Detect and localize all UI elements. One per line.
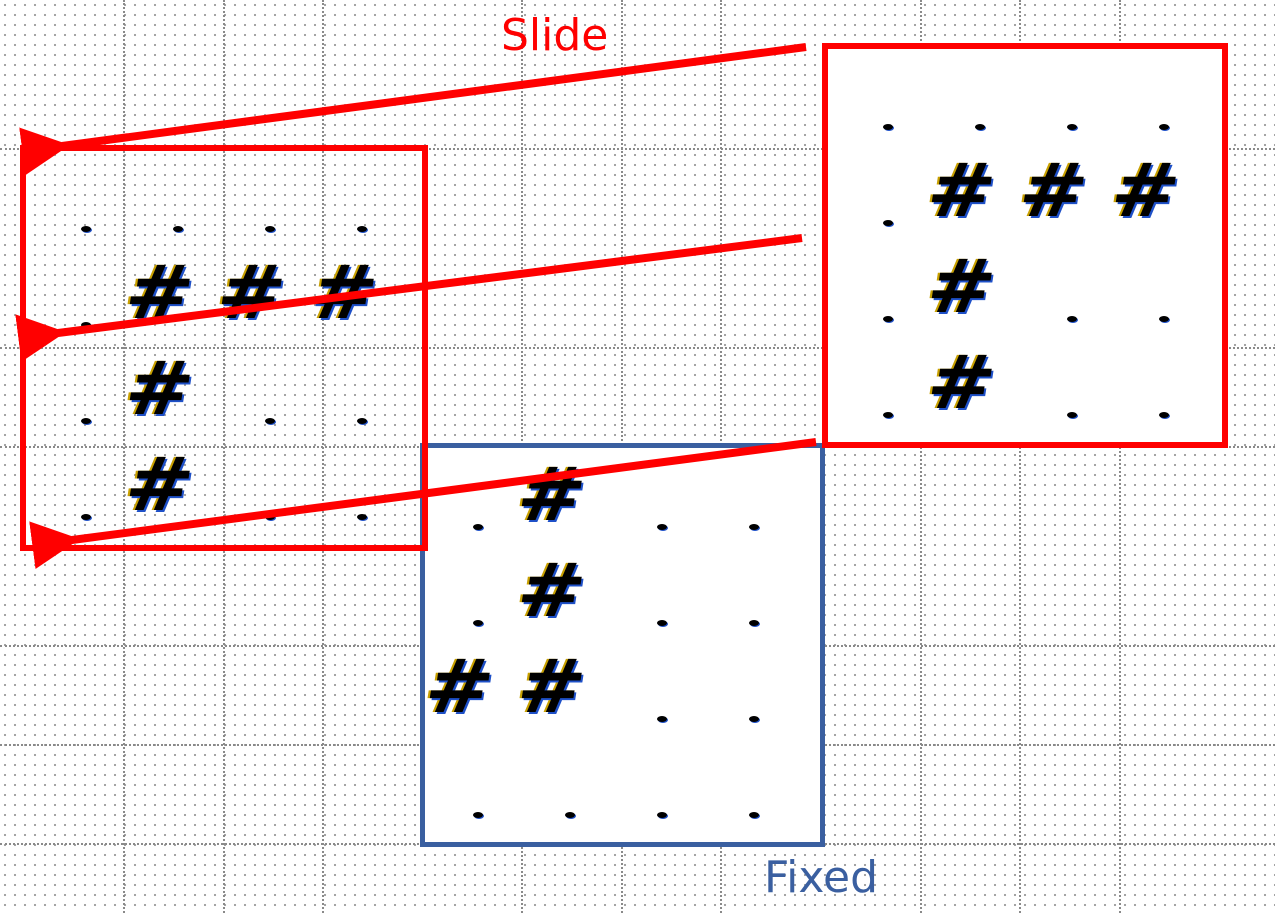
dot-cell: .	[838, 250, 930, 346]
dot-cell: .	[36, 448, 128, 544]
dot-cell: .	[1022, 58, 1114, 154]
hash-cell: #	[511, 644, 592, 730]
dot-cell: .	[128, 160, 220, 256]
hash-cell: #	[119, 442, 200, 528]
dot-cell: .	[838, 346, 930, 442]
dot-cell: .	[704, 554, 796, 650]
dot-cell: .	[704, 650, 796, 746]
hash-cell: #	[921, 244, 1002, 330]
hash-cell: #	[119, 346, 200, 432]
dot-cell: .	[1114, 58, 1206, 154]
dot-cell: .	[36, 256, 128, 352]
dot-cell: .	[428, 554, 520, 650]
hash-cell: #	[921, 340, 1002, 426]
dot-cell: .	[930, 58, 1022, 154]
hash-cell: #	[1105, 148, 1186, 234]
dot-cell: .	[612, 458, 704, 554]
grid-line	[1019, 0, 1021, 913]
grid-line	[1119, 0, 1121, 913]
dot-cell: .	[312, 352, 404, 448]
dot-cell: .	[1114, 250, 1206, 346]
slide-label: Slide	[501, 10, 609, 61]
dot-cell: .	[220, 352, 312, 448]
fixed-label: Fixed	[764, 852, 879, 903]
grid-line	[920, 0, 922, 913]
hash-cell: #	[511, 548, 592, 634]
dot-cell: .	[520, 746, 612, 842]
dot-cell: .	[220, 448, 312, 544]
original-grid	[822, 43, 1228, 448]
hash-cell: #	[303, 250, 384, 336]
dot-cell: .	[1022, 250, 1114, 346]
dot-cell: .	[838, 154, 930, 250]
grid-line	[0, 347, 1275, 349]
dot-cell: .	[612, 650, 704, 746]
dot-cell: .	[312, 160, 404, 256]
dot-cell: .	[704, 746, 796, 842]
dot-cell: .	[612, 554, 704, 650]
dot-cell: .	[1022, 346, 1114, 442]
dot-cell: .	[838, 58, 930, 154]
dot-cell: .	[36, 352, 128, 448]
dot-cell: .	[220, 160, 312, 256]
hash-cell: #	[511, 452, 592, 538]
dot-cell: .	[428, 458, 520, 554]
dot-cell: .	[1114, 346, 1206, 442]
dot-cell: .	[428, 746, 520, 842]
dot-cell: .	[612, 746, 704, 842]
dot-cell: .	[36, 160, 128, 256]
dot-cell: .	[312, 448, 404, 544]
dot-cell: .	[704, 458, 796, 554]
slide-arrow	[19, 43, 807, 176]
